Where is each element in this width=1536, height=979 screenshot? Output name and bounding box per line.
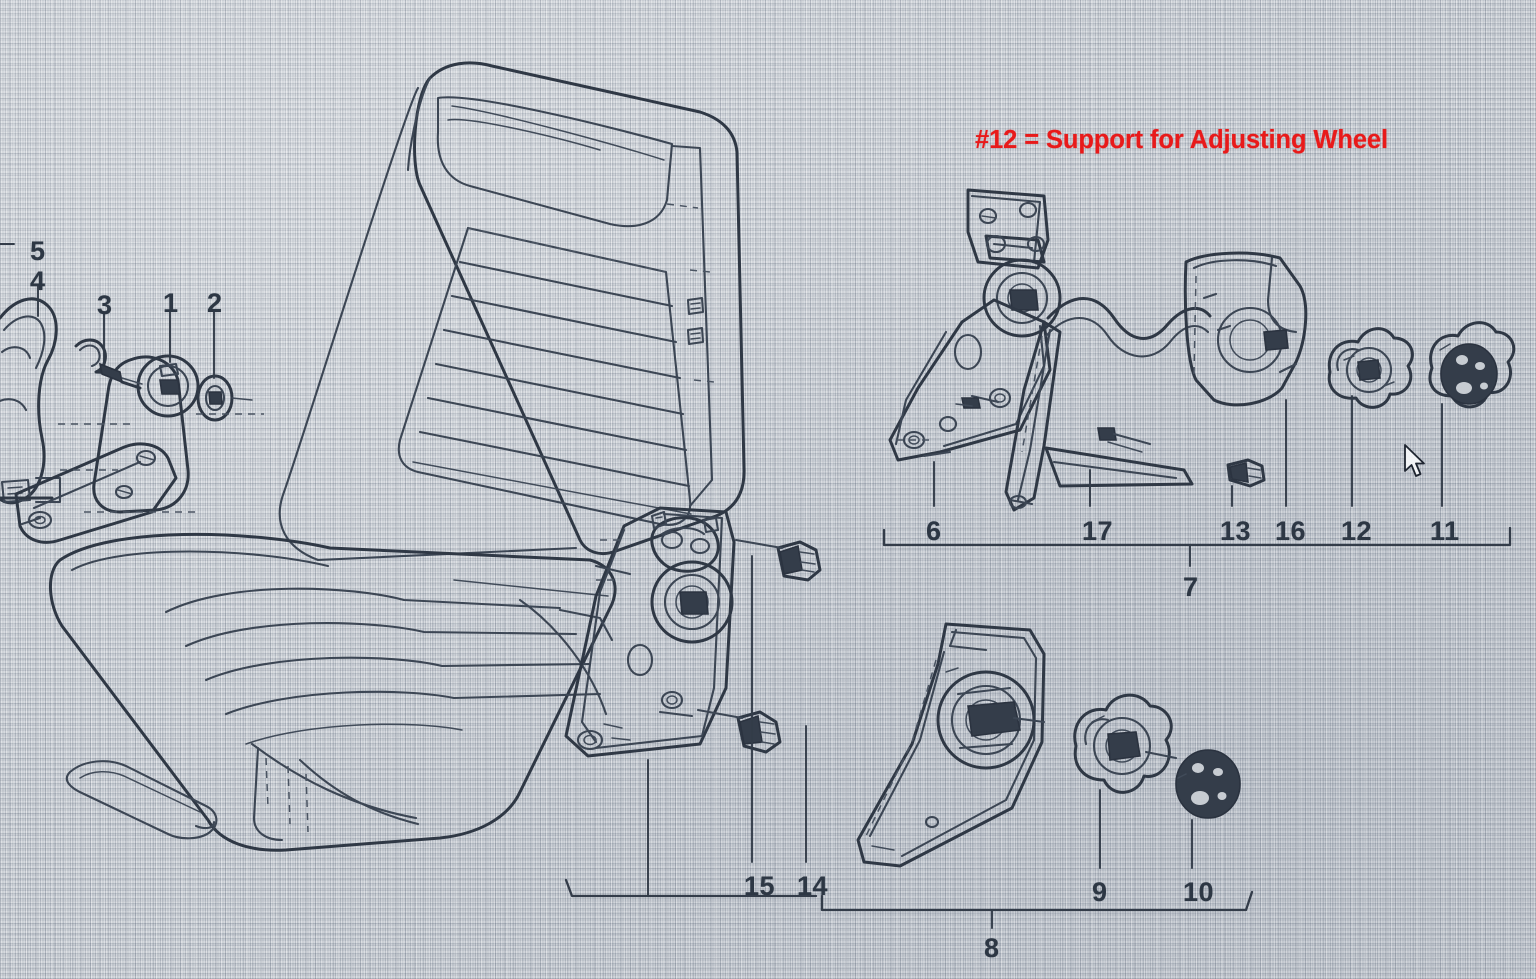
callout-3: 3	[97, 290, 113, 320]
callout-12: 12	[1341, 516, 1373, 546]
adjusting-knob-11	[1430, 323, 1514, 407]
seat-backrest	[280, 63, 744, 560]
upper-right-hinge-bracket-6	[890, 190, 1060, 460]
callout-1: 1	[163, 288, 179, 318]
callout-7: 7	[1183, 572, 1199, 602]
lower-right-hinge-bracket-8	[858, 624, 1044, 866]
callout-8: 8	[984, 933, 1000, 963]
mouse-cursor-icon	[1404, 444, 1425, 477]
hinge-bolt-lower	[698, 710, 780, 752]
hinge-bolt-upper	[736, 540, 820, 580]
callout-11: 11	[1430, 516, 1460, 546]
callout-14: 14	[797, 871, 829, 901]
callout-6: 6	[926, 516, 942, 546]
seat-recliner-hinge	[566, 508, 734, 756]
perforated-cap-10	[1176, 750, 1240, 818]
callout-9: 9	[1092, 877, 1108, 907]
annotation-text: #12 = Support for Adjusting Wheel	[975, 126, 1388, 154]
callout-15: 15	[744, 871, 776, 901]
callout-17: 17	[1082, 516, 1114, 546]
adjusting-knob-9	[1075, 695, 1176, 792]
callout-13: 13	[1220, 516, 1252, 546]
callout-16: 16	[1275, 516, 1307, 546]
callout-2: 2	[207, 288, 223, 318]
callout-4: 4	[30, 266, 46, 296]
leader-lines	[0, 244, 1510, 928]
bolt-13	[1228, 460, 1264, 486]
callout-5: 5	[30, 236, 46, 266]
housing-cover-16	[1185, 253, 1305, 405]
callout-10: 10	[1183, 877, 1215, 907]
curved-support-bracket-17	[1006, 299, 1210, 511]
adjusting-wheel-12	[1329, 329, 1412, 408]
seat-cushion	[50, 534, 615, 850]
left-hinge-assembly	[0, 299, 264, 542]
